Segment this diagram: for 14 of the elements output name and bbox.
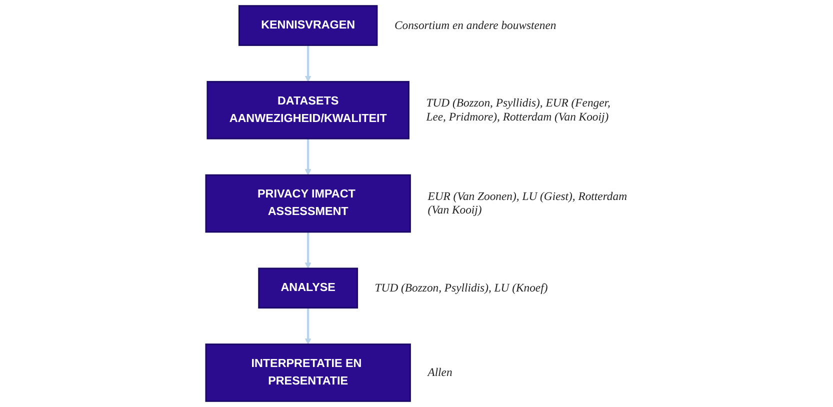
contributors-note: Consortium en andere bouwstenen (394, 18, 556, 32)
node-box: INTERPRETATIE EN PRESENTATIE (205, 344, 411, 402)
node-box: PRIVACY IMPACT ASSESSMENT (205, 174, 411, 233)
arrow (304, 232, 312, 269)
contributors-note: TUD (Bozzon, Psyllidis), EUR (Fenger, Lee, Pridmore), Rotterdam (Van Kooij) (426, 96, 610, 124)
node-box: ANALYSE (258, 268, 358, 309)
contributors-note: EUR (Van Zoonen), LU (Giest), Rotterdam (Van Kooij) (428, 190, 628, 217)
node-box: KENNISVRAGEN (238, 5, 378, 46)
arrow (304, 45, 312, 82)
contributors-note: TUD (Bozzon, Psyllidis), LU (Knoef) (374, 281, 548, 294)
arrow (304, 308, 312, 345)
node-box: DATASETS AANWEZIGHEID/KWALITEIT (206, 80, 410, 140)
arrow (304, 138, 312, 176)
contributors-note: Allen (428, 366, 452, 379)
